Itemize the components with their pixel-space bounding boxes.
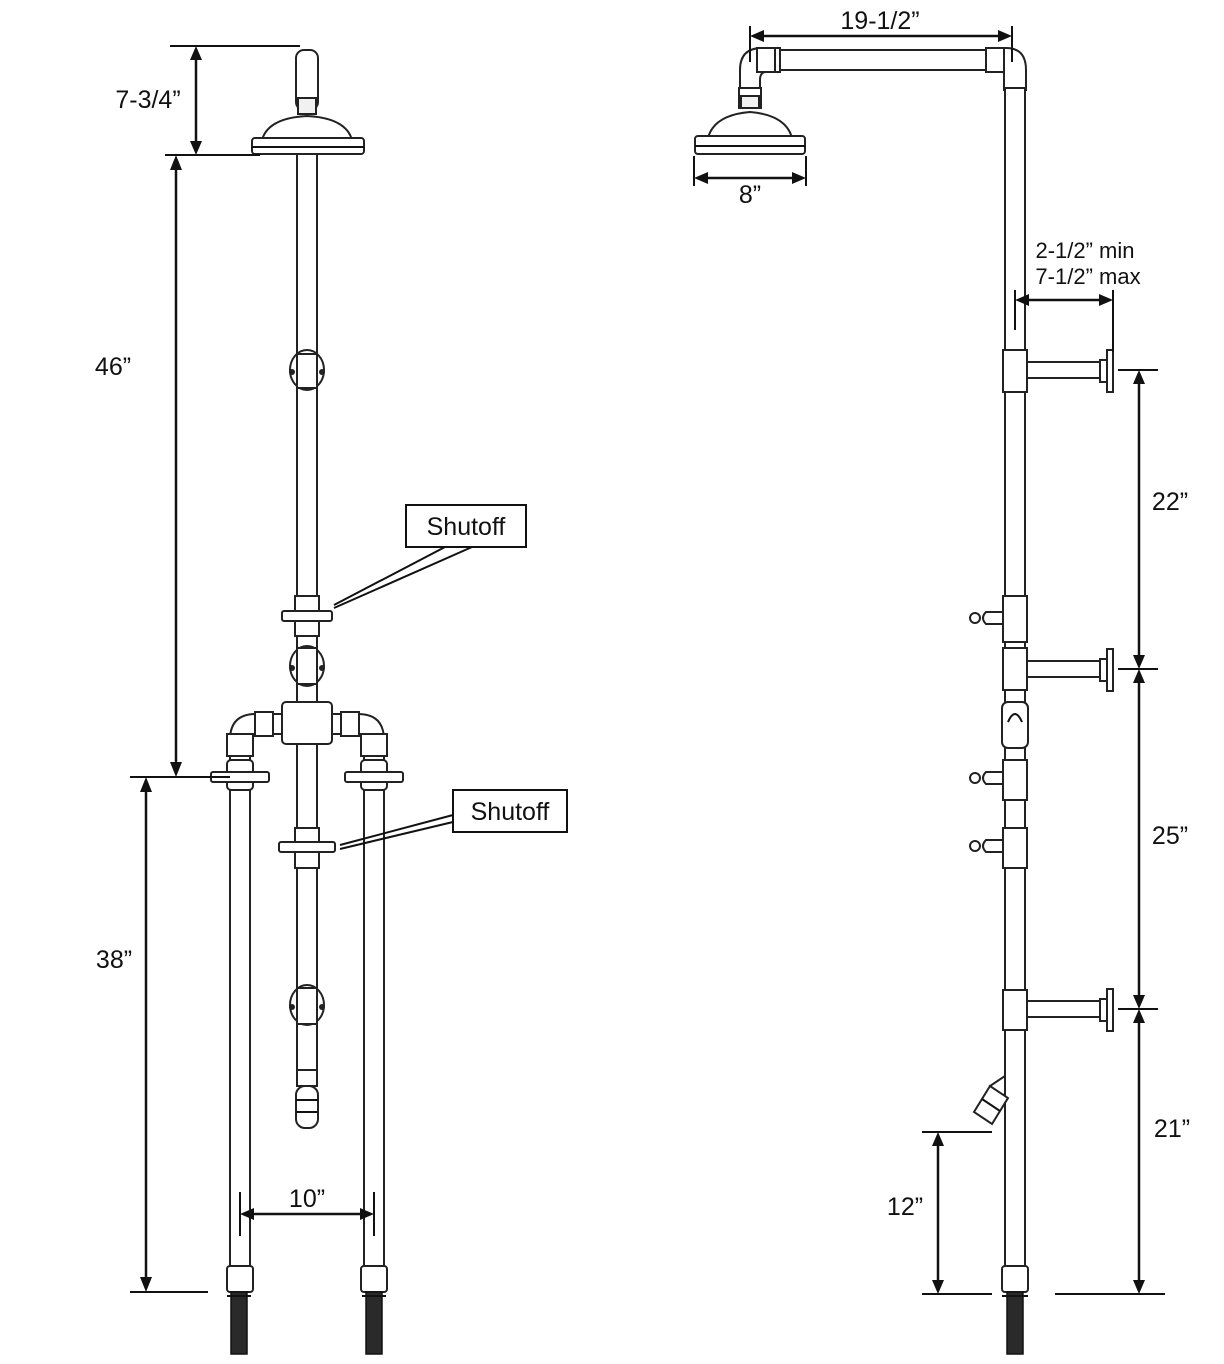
- dim-spout-height-label: 12”: [887, 1193, 923, 1221]
- dim-head-diameter: 8”: [693, 156, 807, 209]
- dim-upper-bracket-spacing: 22”: [1118, 369, 1188, 670]
- front-shower-head: [251, 49, 365, 155]
- side-manifold: [1001, 701, 1029, 749]
- dim-leg-spacing: 10”: [239, 1185, 375, 1236]
- front-collar-middle: [289, 645, 325, 687]
- dim-lower-bracket-height-label: 21”: [1154, 1115, 1190, 1143]
- side-foot-spout: [972, 1074, 1010, 1126]
- front-collar-upper: [289, 349, 325, 391]
- front-collar-lower: [289, 984, 325, 1026]
- dim-leg-spacing-label: 10”: [289, 1185, 325, 1213]
- front-right-supply: [365, 1291, 383, 1355]
- side-upper-shutoff: [969, 595, 1028, 643]
- side-view: 19-1/2” 8” 2-1/2” min 7-1/2” max: [693, 7, 1190, 1355]
- front-lower-shutoff-valve: [278, 827, 336, 869]
- side-bracket-upper: [1002, 349, 1114, 393]
- front-right-valve: [344, 759, 404, 791]
- dim-lower-bracket-height: 21”: [1055, 1009, 1190, 1295]
- dim-head-to-valves: 46”: [95, 155, 230, 778]
- side-lower-shutoff: [969, 827, 1028, 869]
- dim-head-height: 7-3/4”: [115, 45, 300, 156]
- dim-valves-to-floor: 38”: [96, 777, 208, 1293]
- dim-valves-to-floor-label: 38”: [96, 946, 132, 974]
- side-top-arm: [739, 47, 1027, 96]
- side-supply: [1006, 1291, 1024, 1355]
- callout-upper-shutoff: Shutoff: [333, 504, 527, 609]
- dim-head-to-valves-label: 46”: [95, 353, 131, 381]
- callout-lower-shutoff-label: Shutoff: [471, 798, 550, 826]
- dim-middle-bracket-spacing: 25”: [1118, 669, 1188, 1010]
- dim-middle-bracket-spacing-label: 25”: [1152, 822, 1188, 850]
- side-bracket-lower: [1002, 988, 1114, 1032]
- front-left-valve: [210, 759, 270, 791]
- front-left-supply: [230, 1291, 248, 1355]
- dim-standoff-min-label: 2-1/2” min: [1035, 238, 1134, 263]
- callout-upper-shutoff-label: Shutoff: [427, 513, 506, 541]
- front-manifold: [226, 701, 388, 761]
- dim-head-diameter-label: 8”: [739, 181, 761, 209]
- dim-arm-length-label: 19-1/2”: [840, 7, 919, 35]
- dim-upper-bracket-spacing-label: 22”: [1152, 488, 1188, 516]
- side-bracket-middle: [1002, 647, 1114, 692]
- dim-standoff: 2-1/2” min 7-1/2” max: [1014, 238, 1141, 352]
- front-view: 7-3/4” 46” 38” 10”: [95, 45, 568, 1355]
- side-mixing-valve: [969, 759, 1028, 801]
- dim-standoff-max-label: 7-1/2” max: [1035, 264, 1140, 289]
- front-upper-shutoff-valve: [281, 595, 333, 637]
- front-foot-spout: [295, 1069, 319, 1129]
- dim-arm-length: 19-1/2”: [749, 7, 1013, 62]
- side-shower-head: [694, 87, 806, 155]
- dim-spout-height: 12”: [887, 1131, 992, 1295]
- dim-head-height-label: 7-3/4”: [115, 86, 180, 114]
- callout-lower-shutoff: Shutoff: [339, 789, 568, 850]
